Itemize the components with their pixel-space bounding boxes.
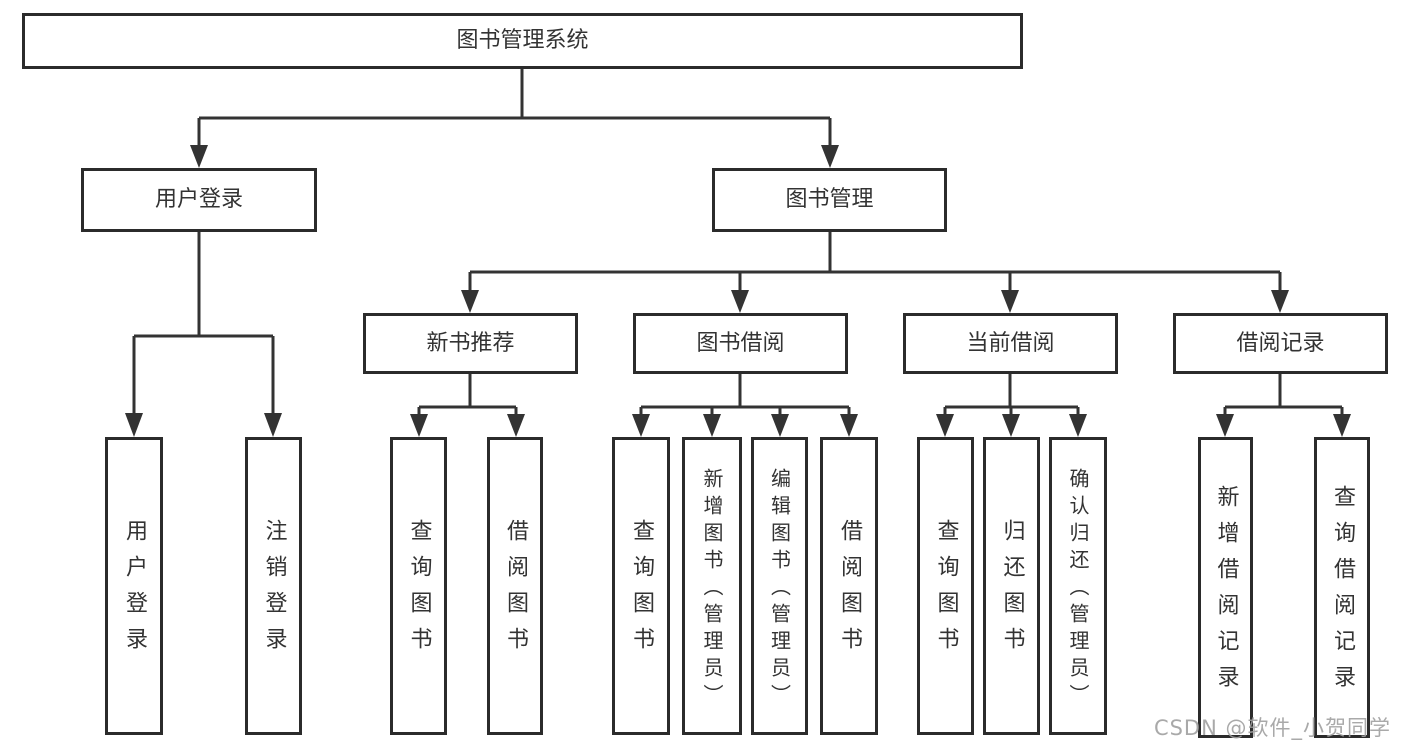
leaf-newbook-borrow-books: 借阅图书 xyxy=(487,437,543,735)
leaf-user-login: 用户登录 xyxy=(105,437,163,735)
node-borrow-records: 借阅记录 xyxy=(1173,313,1388,374)
leaf-logout: 注销登录 xyxy=(245,437,302,735)
leaf-records-add-record: 新增借阅记录 xyxy=(1198,437,1253,738)
node-library-management-system: 图书管理系统 xyxy=(22,13,1023,69)
leaf-borrow-add-books-admin: 新增图书（管理员） xyxy=(682,437,742,735)
node-current-borrow: 当前借阅 xyxy=(903,313,1118,374)
arrowheads xyxy=(125,145,1351,437)
node-new-book-recommend: 新书推荐 xyxy=(363,313,578,374)
csdn-watermark: CSDN @软件_小贺同学 xyxy=(1153,716,1391,740)
leaf-newbook-query-books: 查询图书 xyxy=(390,437,447,735)
node-book-management: 图书管理 xyxy=(712,168,947,232)
node-book-borrow: 图书借阅 xyxy=(633,313,848,374)
leaf-borrow-borrow-books: 借阅图书 xyxy=(820,437,878,735)
leaf-current-query-books: 查询图书 xyxy=(917,437,974,735)
leaf-current-confirm-return-admin: 确认归还（管理员） xyxy=(1049,437,1107,735)
leaf-borrow-query-books: 查询图书 xyxy=(612,437,670,735)
node-user-login: 用户登录 xyxy=(81,168,317,232)
leaf-borrow-edit-books-admin: 编辑图书（管理员） xyxy=(751,437,808,735)
leaf-current-return-books: 归还图书 xyxy=(983,437,1040,735)
leaf-records-query-record: 查询借阅记录 xyxy=(1314,437,1370,738)
